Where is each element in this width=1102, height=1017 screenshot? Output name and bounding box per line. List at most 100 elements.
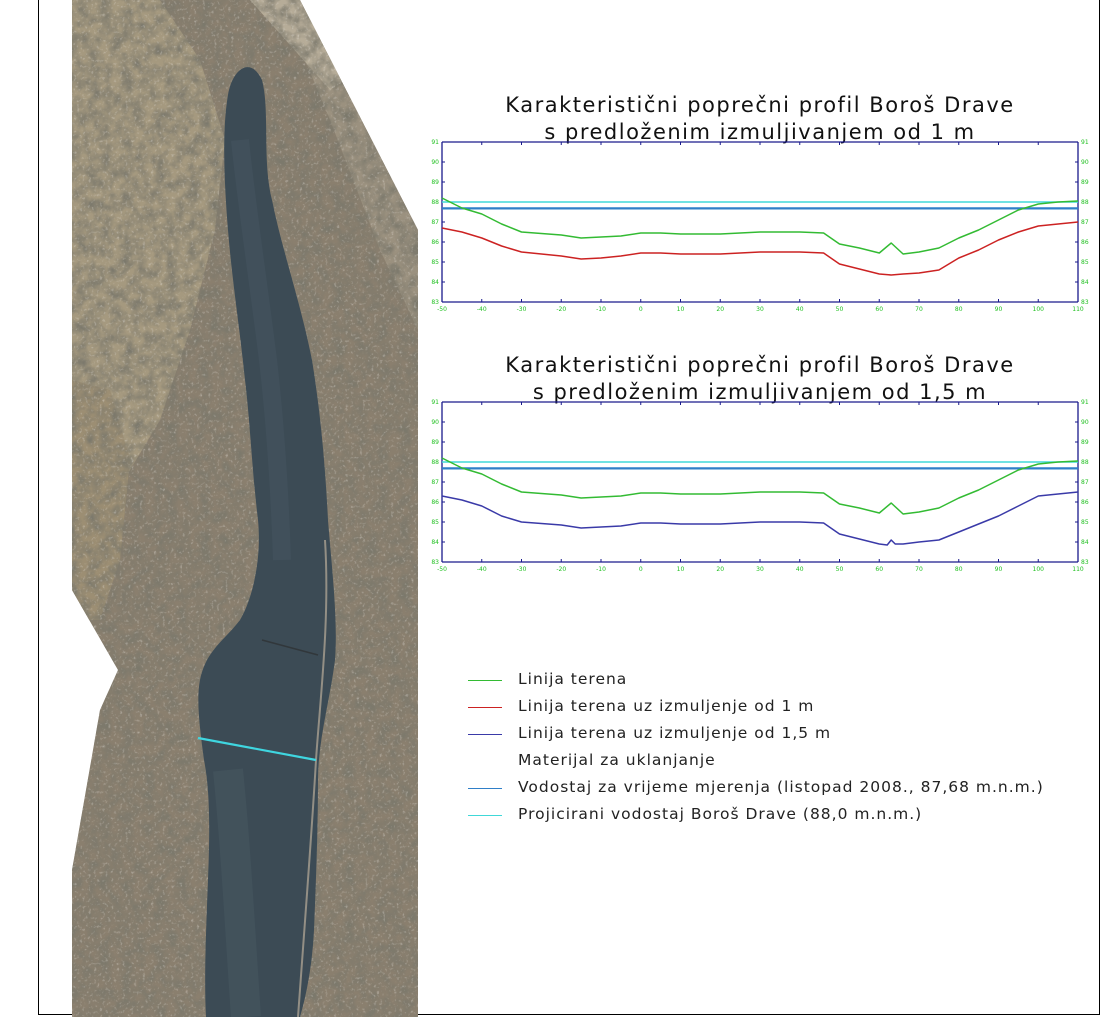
y-tick-label-left: 85 [431, 259, 439, 266]
y-tick-label-right: 89 [1081, 439, 1089, 446]
y-tick-label-left: 88 [431, 459, 439, 466]
y-tick-label-left: 83 [431, 559, 439, 566]
legend-label-terrain: Linija terena [518, 670, 628, 688]
legend-item-water-2008: Vodostaj za vrijeme mjerenja (listopad 2… [468, 778, 1088, 805]
x-tick-label: 60 [875, 306, 883, 313]
x-tick-label: 70 [915, 306, 923, 313]
page-frame [38, 0, 1100, 1015]
y-tick-label-left: 85 [431, 519, 439, 526]
legend: Linija terena Linija terena uz izmuljenj… [468, 670, 1088, 832]
y-tick-label-right: 89 [1081, 179, 1089, 186]
x-tick-label: 40 [796, 566, 804, 573]
x-tick-label: 10 [677, 306, 685, 313]
chart1-plot: -50 -40 -30 -20 -10 0 10 20 30 40 50 60 70 80 90 100 110… [431, 139, 1089, 313]
legend-swatch-water-projected [468, 815, 502, 816]
y-tick-label-right: 85 [1081, 519, 1089, 526]
y-tick-label-left: 83 [431, 299, 439, 306]
y-tick-label-left: 86 [431, 239, 439, 246]
x-tick-label: 100 [1033, 566, 1045, 573]
x-tick-label: 10 [677, 566, 685, 573]
y-tick-label-left: 87 [431, 219, 439, 226]
legend-item-water-projected: Projicirani vodostaj Boroš Drave (88,0 m… [468, 805, 1088, 832]
series-dredge-1m [441, 221, 1079, 276]
legend-label-dredge-1m: Linija terena uz izmuljenje od 1 m [518, 697, 815, 715]
y-tick-label-left: 89 [431, 439, 439, 446]
river [198, 67, 336, 1017]
chart1-title-line1: Karakteristični poprečni profil Boroš Dr… [505, 93, 1015, 117]
y-tick-label-left: 84 [431, 539, 439, 546]
x-tick-label: 50 [836, 566, 844, 573]
x-tick-label: 110 [1072, 306, 1084, 313]
x-tick-label: -10 [596, 306, 606, 313]
x-tick-label: -40 [477, 306, 487, 313]
x-tick-label: 80 [955, 566, 963, 573]
x-tick-label: -20 [556, 306, 566, 313]
series-terrain [441, 197, 1079, 255]
y-tick-label-left: 84 [431, 279, 439, 286]
y-tick-label-right: 88 [1081, 199, 1089, 206]
legend-swatch-dredge-1-5m [468, 734, 502, 735]
x-tick-label: 80 [955, 306, 963, 313]
x-tick-label: 0 [639, 306, 643, 313]
x-tick-label: 20 [716, 306, 724, 313]
x-tick-label: 90 [995, 566, 1003, 573]
x-tick-label: -10 [596, 566, 606, 573]
y-tick-label-left: 88 [431, 199, 439, 206]
y-tick-label-right: 84 [1081, 279, 1089, 286]
x-tick-label: 60 [875, 566, 883, 573]
chart2-title-line2: s predloženim izmuljivanjem od 1,5 m [532, 380, 988, 404]
x-tick-label: 0 [639, 566, 643, 573]
x-tick-label: 100 [1033, 306, 1045, 313]
legend-label-water-2008: Vodostaj za vrijeme mjerenja (listopad 2… [518, 778, 1044, 796]
legend-swatch-dredge-1m [468, 707, 502, 708]
chart2-plot: -50 -40 -30 -20 -10 0 10 20 30 40 50 60 70 80 90 100 110… [431, 399, 1089, 573]
y-tick-label-right: 88 [1081, 459, 1089, 466]
x-tick-label: 30 [756, 566, 764, 573]
y-tick-label-left: 91 [431, 139, 439, 146]
y-tick-label-left: 91 [431, 399, 439, 406]
legend-item-dredge-1m: Linija terena uz izmuljenje od 1 m [468, 697, 1088, 724]
chart2-title-line1: Karakteristični poprečni profil Boroš Dr… [505, 353, 1015, 377]
y-tick-label-right: 83 [1081, 299, 1089, 306]
y-tick-label-right: 84 [1081, 539, 1089, 546]
y-tick-label-left: 87 [431, 479, 439, 486]
x-tick-label: 30 [756, 306, 764, 313]
y-tick-label-right: 91 [1081, 399, 1089, 406]
y-tick-label-right: 86 [1081, 239, 1089, 246]
x-tick-label: -50 [437, 566, 447, 573]
y-tick-label-right: 90 [1081, 159, 1089, 166]
y-tick-label-left: 90 [431, 159, 439, 166]
chart1-title: Karakteristični poprečni profil Boroš Dr… [430, 92, 1090, 146]
x-tick-label: 50 [836, 306, 844, 313]
series-terrain [441, 457, 1079, 515]
y-tick-label-right: 91 [1081, 139, 1089, 146]
x-tick-label: -30 [517, 566, 527, 573]
x-tick-label: 20 [716, 566, 724, 573]
y-tick-label-left: 89 [431, 179, 439, 186]
x-tick-label: 110 [1072, 566, 1084, 573]
cross-section-line [197, 736, 317, 762]
x-tick-label: 90 [995, 306, 1003, 313]
y-tick-label-right: 85 [1081, 259, 1089, 266]
x-tick-label: -50 [437, 306, 447, 313]
x-tick-label: 70 [915, 566, 923, 573]
y-tick-label-left: 90 [431, 419, 439, 426]
y-tick-label-right: 90 [1081, 419, 1089, 426]
legend-swatch-terrain [468, 680, 502, 681]
legend-item-dredge-1-5m: Linija terena uz izmuljenje od 1,5 m [468, 724, 1088, 751]
chart1-title-line2: s predloženim izmuljivanjem od 1 m [544, 120, 976, 144]
legend-item-material: Materijal za uklanjanje [468, 751, 1088, 778]
y-tick-label-left: 86 [431, 499, 439, 506]
x-tick-label: -40 [477, 566, 487, 573]
legend-swatch-water-2008 [468, 788, 502, 789]
x-tick-label: -20 [556, 566, 566, 573]
legend-label-water-projected: Projicirani vodostaj Boroš Drave (88,0 m… [518, 805, 923, 823]
x-tick-label: -30 [517, 306, 527, 313]
legend-label-dredge-1-5m: Linija terena uz izmuljenje od 1,5 m [518, 724, 832, 742]
legend-item-terrain: Linija terena [468, 670, 1088, 697]
y-tick-label-right: 87 [1081, 479, 1089, 486]
y-tick-label-right: 87 [1081, 219, 1089, 226]
y-tick-label-right: 83 [1081, 559, 1089, 566]
aerial-photo [72, 0, 418, 1017]
x-tick-label: 40 [796, 306, 804, 313]
